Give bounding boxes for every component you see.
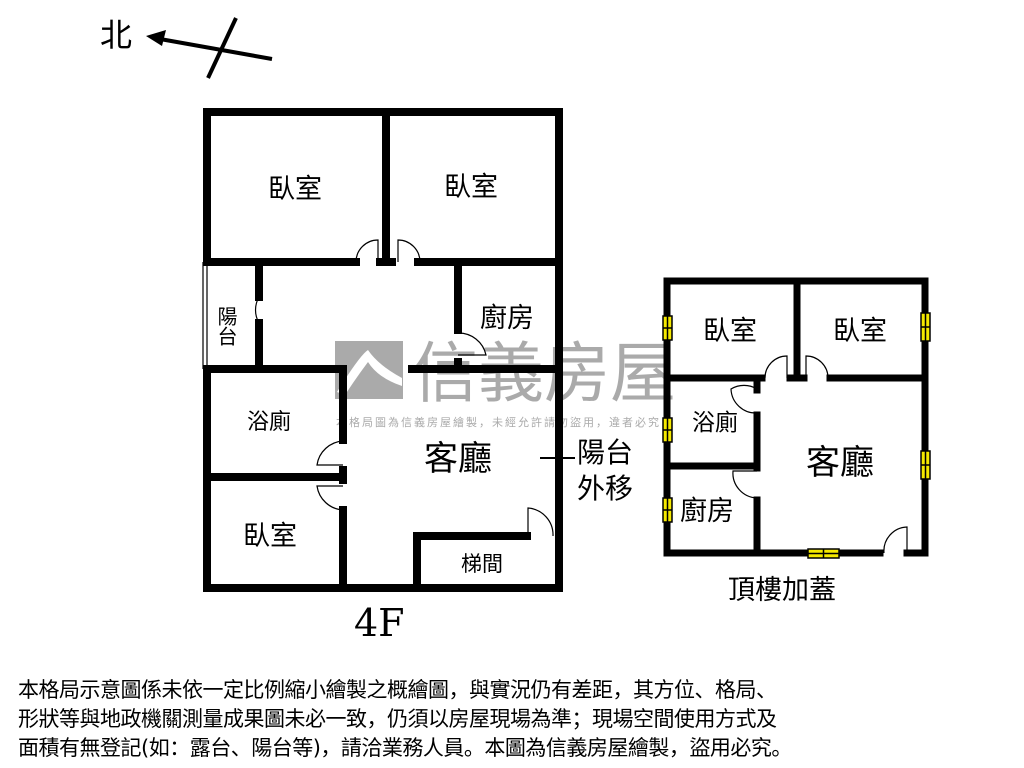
door-icon (730, 384, 758, 414)
floor-label-4f: 4F (354, 601, 405, 645)
room-label-living-room: 客廳 (806, 443, 874, 483)
door-icon (883, 526, 908, 554)
room-label-bedroom: 臥室 (243, 521, 297, 552)
watermark: 信義房屋 本格局圖為信義房屋繪製，未經允許請勿盜用，違者必究 (335, 335, 676, 429)
room-label-bedroom: 臥室 (444, 172, 498, 203)
rooftop-windows (662, 312, 931, 559)
room-label-balcony: 陽台 (214, 306, 238, 346)
room-label-bathroom: 浴廁 (692, 410, 738, 436)
door-icon (397, 239, 421, 263)
compass-cross-line (206, 17, 238, 79)
watermark-brand: 信義房屋 (412, 335, 676, 412)
door-icon (805, 355, 829, 379)
room-label-living-room: 客廳 (424, 439, 492, 479)
arrow-head-icon (146, 30, 166, 46)
door-icon (732, 470, 758, 499)
annotation-balcony: 陽台 (577, 436, 633, 469)
north-arrow-icon (159, 37, 273, 61)
room-label-stairwell: 梯間 (461, 552, 503, 576)
floor-4f-labels: 臥室 臥室 廚房 陽台 浴廁 客廳 臥室 梯間 陽台 外移 4F (214, 172, 633, 645)
room-label-kitchen: 廚房 (680, 496, 734, 527)
north-label: 北 (100, 16, 132, 54)
door-icon (316, 440, 344, 466)
room-label-kitchen: 廚房 (480, 303, 534, 334)
door-icon (764, 355, 788, 379)
door-icon (457, 332, 487, 356)
disclaimer-line: 面積有無登記(如：露台、陽台等)，請洽業務人員。本圖為信義房屋繪製，盜用必究。 (18, 736, 792, 760)
room-label-bedroom: 臥室 (268, 174, 322, 205)
door-icon (316, 485, 344, 511)
watermark-notice: 本格局圖為信義房屋繪製，未經允許請勿盜用，違者必究 (336, 415, 661, 429)
room-label-bedroom: 臥室 (833, 316, 887, 347)
rooftop-labels: 臥室 臥室 浴廁 客廳 廚房 頂樓加蓋 (680, 316, 887, 606)
rooftop-details (730, 355, 908, 554)
floor-label-rooftop: 頂樓加蓋 (728, 575, 836, 606)
floor-4f-details (202, 239, 575, 537)
disclaimer-line: 本格局示意圖係未依一定比例縮小繪製之概繪圖，與實況仍有差距，其方位、格局、 (18, 678, 777, 702)
disclaimer: 本格局示意圖係未依一定比例縮小繪製之概繪圖，與實況仍有差距，其方位、格局、 形狀… (18, 676, 1018, 763)
disclaimer-line: 形狀等與地政機關測量成果圖未必一致，仍須以房屋現場為準；現場空間使用方式及 (18, 707, 777, 731)
room-label-bedroom: 臥室 (703, 316, 757, 347)
north-compass: 北 (100, 16, 273, 79)
floor-4f-plan (203, 108, 563, 592)
door-icon (254, 296, 260, 324)
room-label-bathroom: 浴廁 (247, 410, 291, 435)
door-icon (527, 507, 554, 537)
door-icon (355, 239, 379, 263)
annotation-moved-out: 外移 (577, 472, 633, 505)
